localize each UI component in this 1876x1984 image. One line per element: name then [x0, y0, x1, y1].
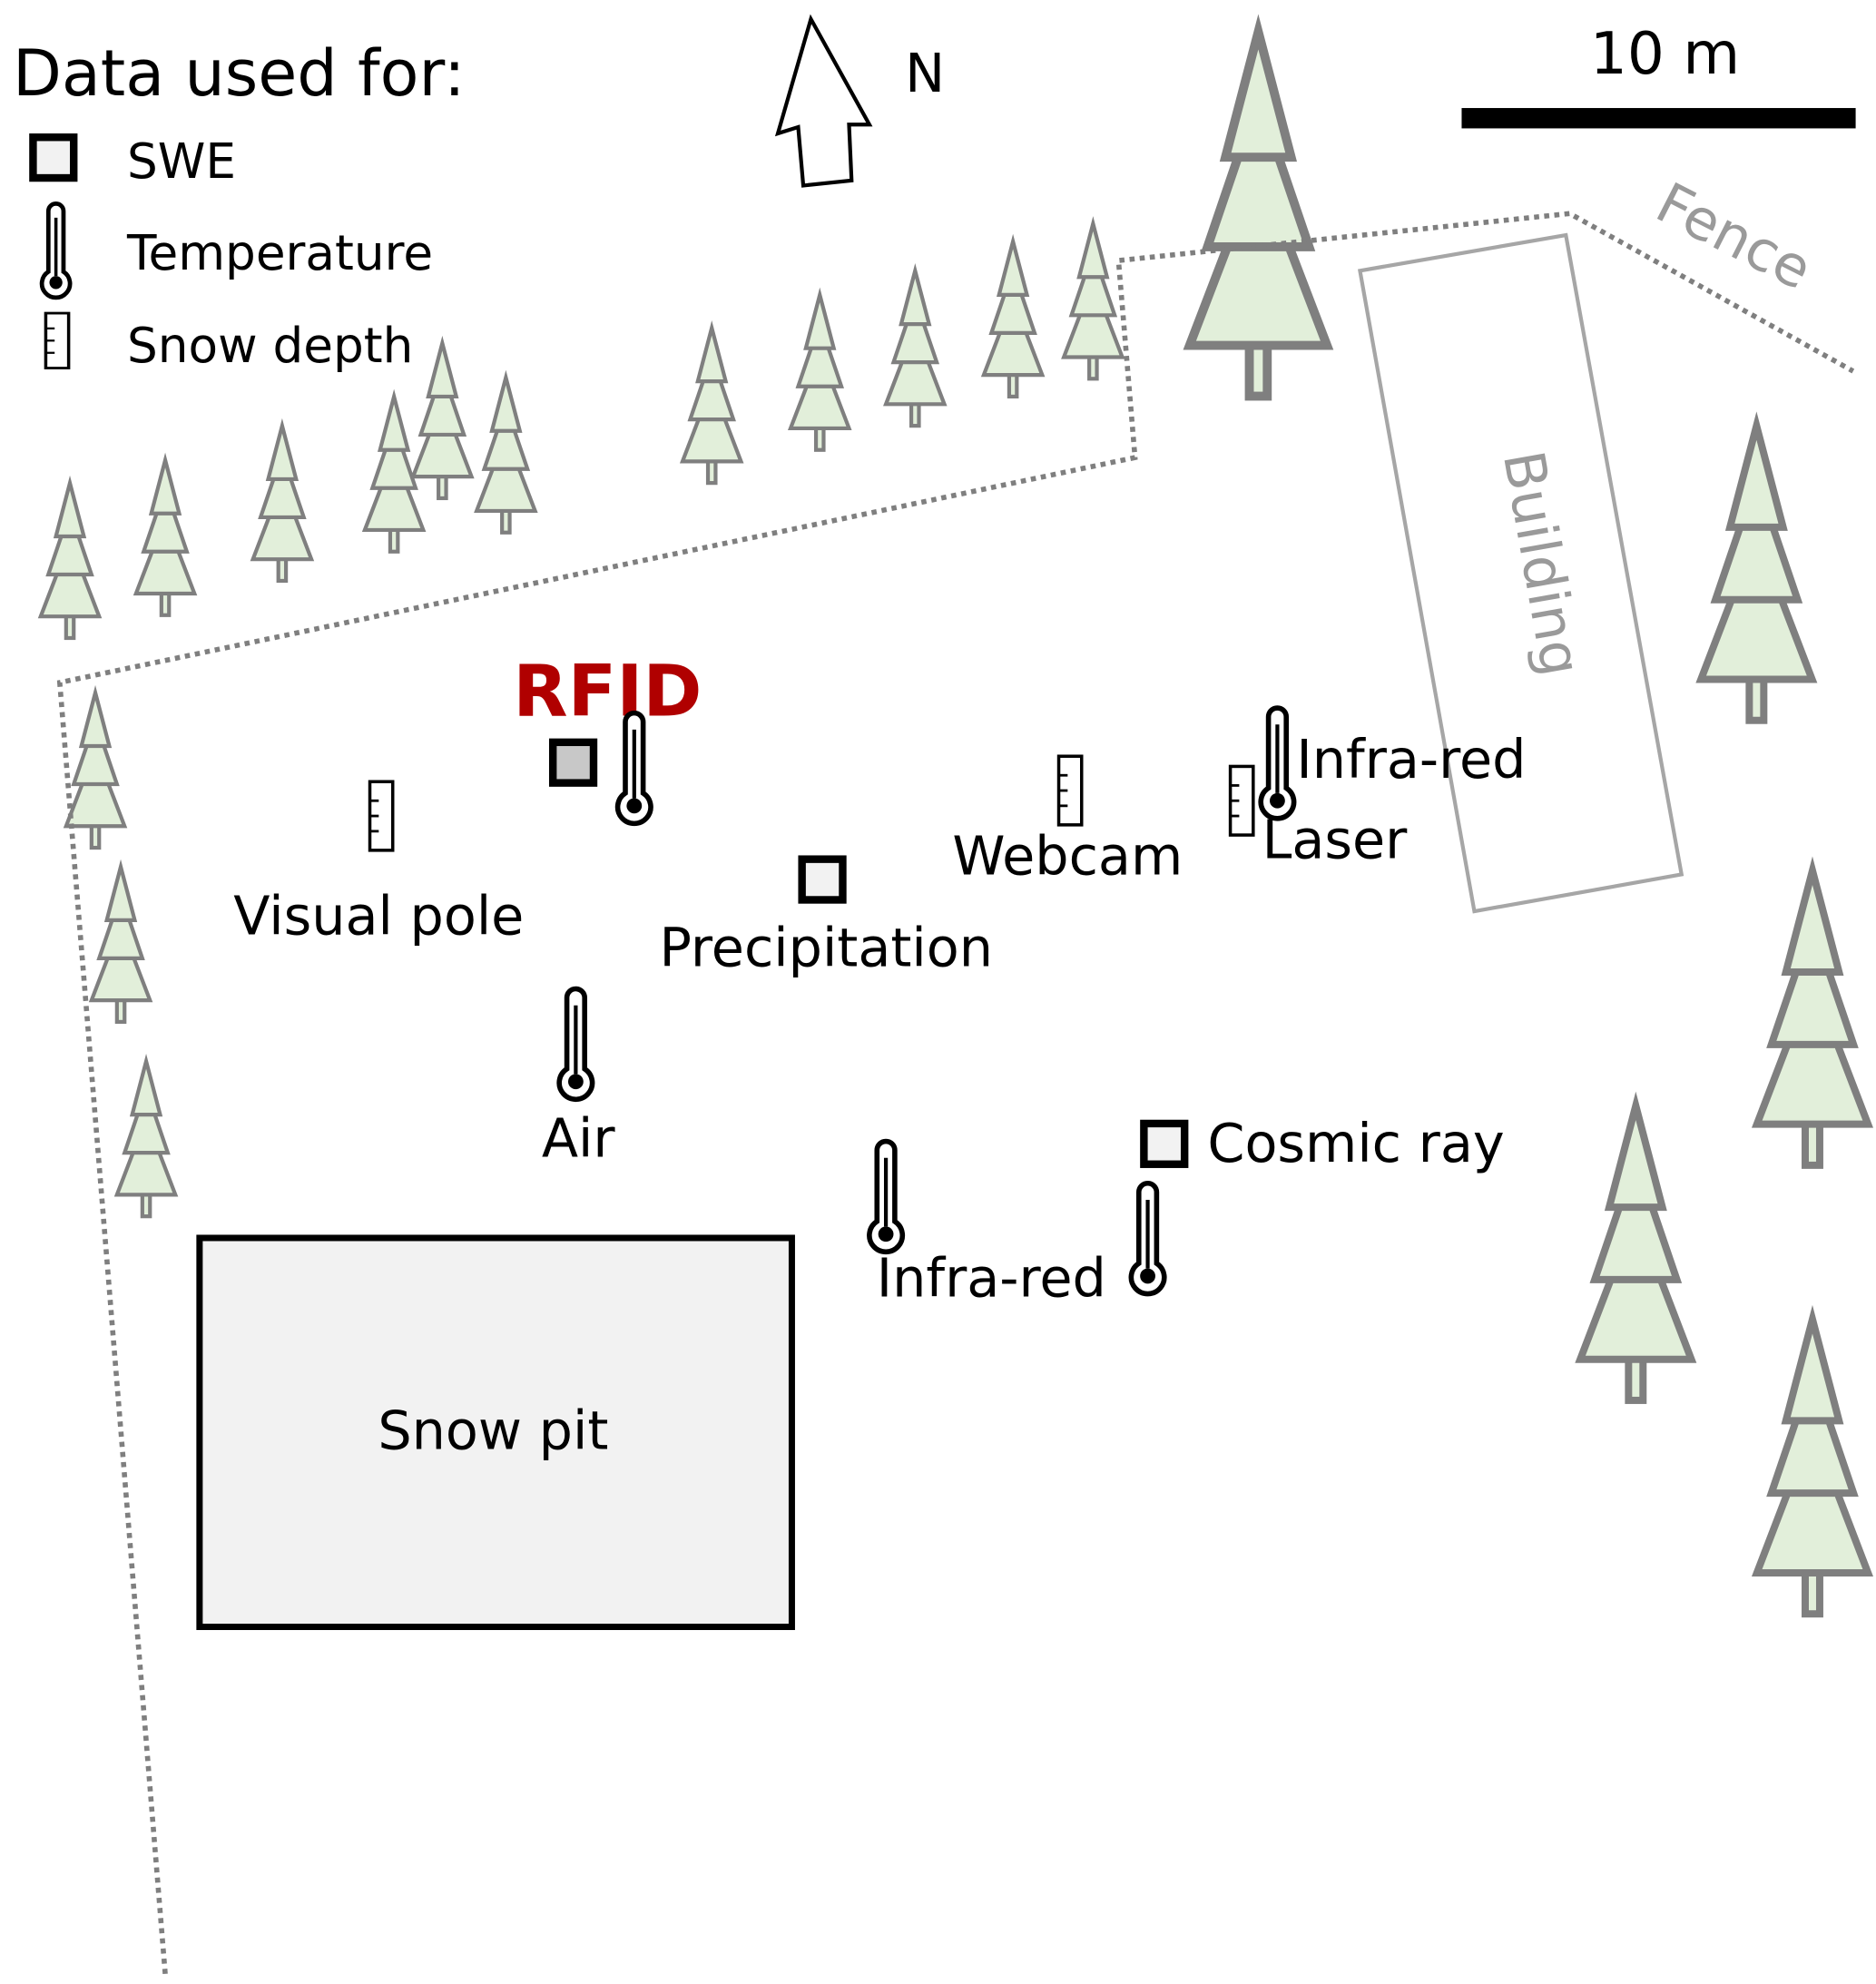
- snow-pit: [196, 1234, 795, 1630]
- tree-icon: [683, 328, 741, 483]
- infrared-label-1: Infra-red: [1296, 728, 1526, 791]
- legend-label-temperature: Temperature: [126, 225, 433, 281]
- tree-icon: [476, 378, 535, 533]
- tree-icon: [41, 483, 99, 638]
- tree-icon: [66, 692, 124, 848]
- thermometer-icon: [42, 203, 70, 298]
- tree-icon: [1064, 223, 1122, 378]
- webcam-label: Webcam: [952, 824, 1183, 887]
- legend-title: Data used for:: [13, 36, 466, 111]
- laser-ruler-icon: [1228, 764, 1255, 837]
- scale-label: 10 m: [1590, 20, 1740, 88]
- legend-label-snow-depth: Snow depth: [127, 318, 413, 374]
- tree-icon: [1190, 32, 1327, 396]
- tree-icon: [886, 270, 944, 426]
- precipitation-swe-icon: [802, 859, 843, 900]
- cosmic-ray-label: Cosmic ray: [1207, 1112, 1504, 1174]
- infrared-label-2: Infra-red: [877, 1246, 1106, 1309]
- tree-icon: [1757, 870, 1868, 1165]
- tree-icon: [1580, 1105, 1691, 1400]
- fence-line: [56, 211, 1855, 1975]
- scale-bar: [1461, 108, 1856, 129]
- snow-pit-label: Snow pit: [378, 1399, 608, 1461]
- precipitation-label: Precipitation: [660, 916, 994, 978]
- tree-icon: [92, 867, 150, 1022]
- tree-icon: [1701, 426, 1812, 721]
- webcam-ruler-icon: [1056, 754, 1084, 827]
- air-thermometer-icon: [559, 988, 592, 1099]
- tree-icon: [413, 343, 471, 498]
- infrared-thermometer-icon-1: [1261, 708, 1293, 819]
- north-arrow-icon: [774, 14, 873, 188]
- fence-label: Fence: [1646, 170, 1822, 302]
- rfid-label: RFID: [513, 650, 702, 732]
- visual-pole-label: Visual pole: [233, 884, 524, 947]
- tree-icon: [253, 426, 311, 581]
- legend-label-swe: SWE: [127, 133, 236, 190]
- visual-pole-ruler-icon: [368, 780, 395, 852]
- infrared-thermometer-icon-2b: [1131, 1184, 1164, 1294]
- rfid-swe-marker: [548, 738, 598, 787]
- tree-icon: [1757, 1320, 1868, 1615]
- air-label: Air: [542, 1106, 616, 1169]
- tree-icon: [984, 241, 1042, 397]
- tree-icon: [136, 460, 194, 615]
- cosmic-ray-swe-icon: [1144, 1124, 1184, 1164]
- ruler-icon: [44, 311, 71, 370]
- north-label: N: [905, 42, 945, 104]
- tree-icon: [791, 295, 849, 450]
- building: [1357, 232, 1684, 914]
- swe-square-icon: [33, 137, 74, 178]
- infrared-thermometer-icon-2a: [869, 1142, 902, 1252]
- tree-icon: [117, 1061, 175, 1216]
- laser-label: Laser: [1262, 808, 1409, 870]
